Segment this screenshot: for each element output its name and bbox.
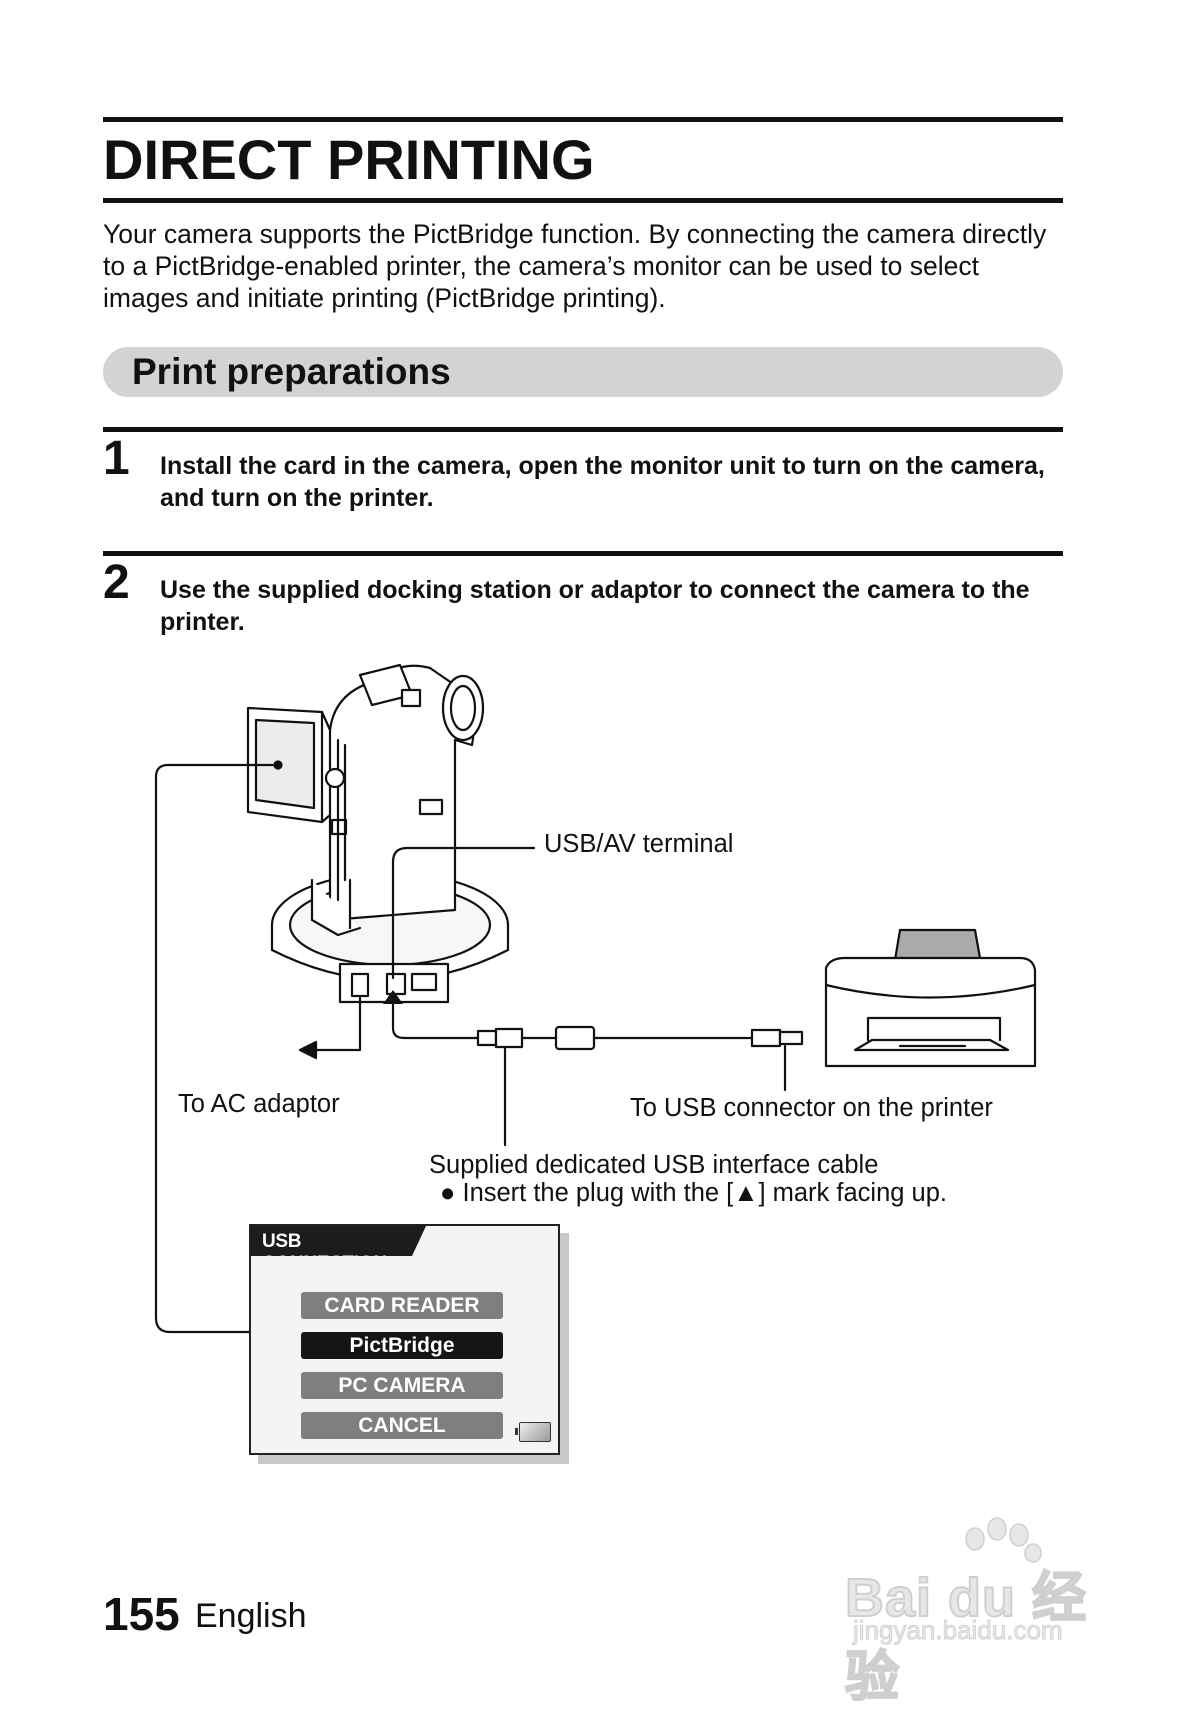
watermark-url: jingyan.baidu.com	[853, 1615, 1064, 1646]
page-number: 155	[103, 1588, 180, 1640]
paw-logo-icon	[965, 1517, 1042, 1563]
section-header-bar	[103, 347, 1063, 397]
baidu-watermark: Bai du 经验 jingyan.baidu.com	[844, 1515, 1125, 1708]
step-2-number: 2	[103, 556, 130, 609]
menu-item-pc-camera[interactable]: PC CAMERA	[301, 1372, 503, 1399]
usb-connection-screen: USB CONNECTION CARD READER PictBridge PC…	[249, 1224, 560, 1455]
menu-item-card-reader[interactable]: CARD READER	[301, 1292, 503, 1319]
title-rule-top	[103, 117, 1063, 122]
step-1-rule	[103, 427, 1063, 432]
callout-cable-label: Supplied dedicated USB interface cable	[429, 1151, 879, 1179]
callout-cable-note: ● Insert the plug with the [▲] mark faci…	[440, 1179, 947, 1207]
battery-icon	[515, 1422, 551, 1442]
triangle-mark-icon	[383, 990, 403, 1004]
step-2-text: Use the supplied docking station or adap…	[160, 576, 1030, 636]
title-rule-bottom	[103, 198, 1063, 203]
page-language: English	[195, 1597, 307, 1635]
callout-usb-av-terminal: USB/AV terminal	[544, 830, 734, 858]
docking-station-icon	[270, 871, 510, 1004]
intro-paragraph: Your camera supports the PictBridge func…	[103, 219, 1047, 313]
step-2-rule	[103, 551, 1063, 556]
section-title: Print preparations	[132, 351, 451, 392]
callout-ac-adaptor: To AC adaptor	[178, 1090, 340, 1118]
step-1-number: 1	[103, 432, 130, 485]
watermark-logo-text: Bai du 经验	[844, 1567, 1088, 1708]
usb-connection-header: USB CONNECTION	[251, 1226, 426, 1256]
step-1-text: Install the card in the camera, open the…	[160, 452, 1045, 512]
usb-connection-title: USB CONNECTION	[262, 1231, 387, 1274]
printer-icon	[824, 928, 1037, 1068]
page-title: DIRECT PRINTING	[103, 128, 595, 191]
camcorder-icon	[246, 663, 485, 937]
menu-item-cancel[interactable]: CANCEL	[301, 1412, 503, 1439]
callout-usb-connector: To USB connector on the printer	[630, 1094, 993, 1122]
menu-item-pictbridge[interactable]: PictBridge	[301, 1332, 503, 1359]
